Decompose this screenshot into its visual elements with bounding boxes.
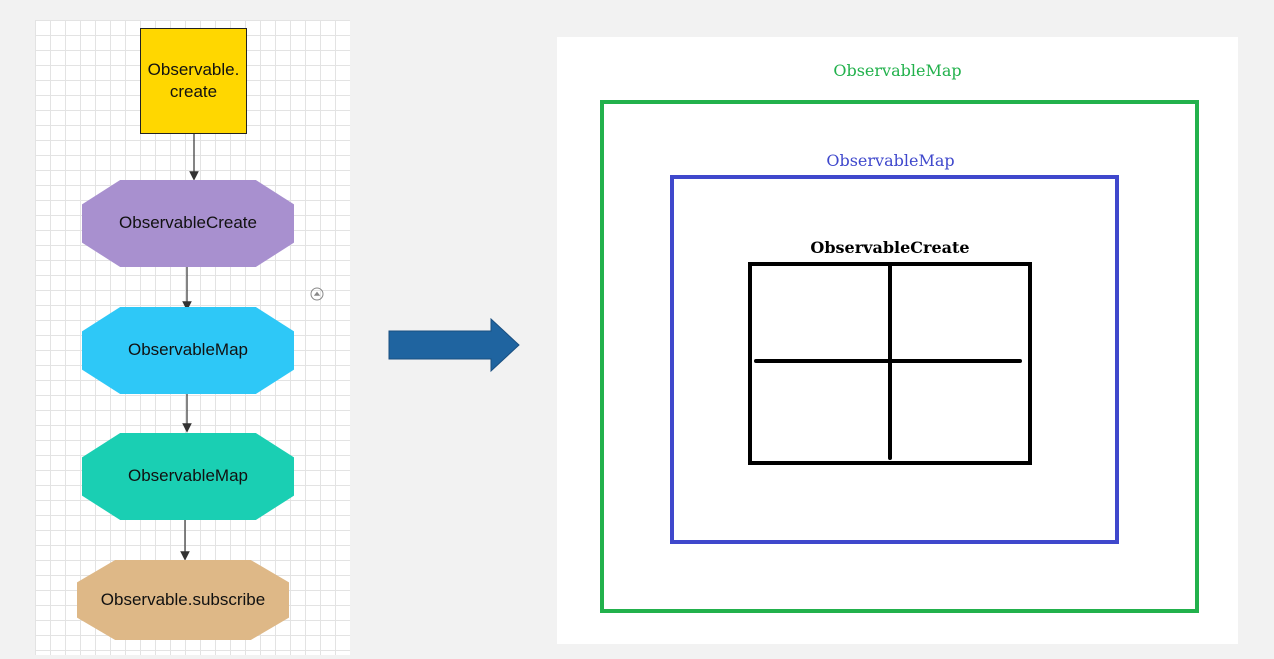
node-label: Observable. create: [147, 59, 240, 101]
node-observable-create-call[interactable]: Observable. create: [140, 28, 247, 134]
observablecreate-grid-lines: [754, 264, 1022, 460]
observablecreate-label: ObservableCreate: [810, 238, 970, 257]
inner-observablemap-label: ObservableMap: [826, 151, 955, 170]
inner-observablemap-box: [670, 175, 1119, 544]
node-label: ObservableMap: [127, 340, 248, 360]
node-label: ObservableMap: [127, 466, 248, 486]
collapse-up-icon[interactable]: [310, 287, 324, 301]
node-observablemap-2[interactable]: ObservableMap: [82, 433, 294, 520]
node-observablemap-1[interactable]: ObservableMap: [82, 307, 294, 394]
node-label: Observable.subscribe: [100, 589, 266, 609]
node-observable-subscribe[interactable]: Observable.subscribe: [77, 560, 289, 640]
node-observablecreate[interactable]: ObservableCreate: [82, 180, 294, 267]
node-label: ObservableCreate: [119, 213, 257, 233]
right-arrow-icon: [388, 318, 520, 373]
flowchart-canvas: Observable. create ObservableCreate Obse…: [35, 20, 350, 655]
outer-observablemap-label: ObservableMap: [833, 61, 962, 80]
outer-observablemap-box: [600, 100, 1199, 613]
nesting-diagram: ObservableMap ObservableMap ObservableCr…: [557, 37, 1238, 644]
flowchart-connectors: [180, 134, 199, 561]
